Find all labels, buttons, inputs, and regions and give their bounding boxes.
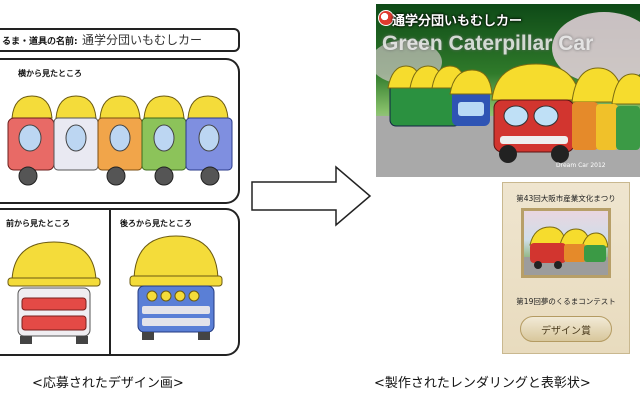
- front-view-drawing: [7, 241, 101, 344]
- rendering-footer: Dream Car 2012: [556, 162, 606, 169]
- rendering-title: 通学分団いもむしカー: [392, 14, 523, 29]
- name-field-label: るま・道具の名前:: [2, 37, 78, 47]
- name-field-box: [0, 28, 240, 52]
- cherry-blossom-background: [376, 12, 640, 177]
- front-view-label: 前から見たところ: [6, 219, 70, 228]
- panel-divider: [109, 209, 111, 355]
- award-photo-caterpillar: [524, 226, 608, 275]
- award-photo: [521, 208, 611, 278]
- side-view-panel: [0, 58, 240, 204]
- award-contest-name: 第19回夢のくるまコンテスト: [516, 297, 616, 306]
- rendering-image: 通学分団いもむしカー Green Caterpillar Car Dream C…: [376, 4, 640, 177]
- award-badge-label: デザイン賞: [541, 326, 591, 337]
- back-view-drawing: [129, 235, 223, 340]
- award-badge: [520, 316, 612, 342]
- rendering-subtitle: Green Caterpillar Car: [382, 32, 594, 55]
- right-arrow-icon: [251, 165, 372, 227]
- caption-design-entry: <応募されたデザイン画>: [32, 376, 184, 391]
- front-back-panel: [0, 208, 240, 356]
- side-view-drawing: [7, 95, 233, 186]
- caption-rendering-award: <製作されたレンダリングと表彰状>: [374, 376, 591, 391]
- logo-icon: [378, 10, 394, 26]
- back-view-label: 後ろから見たところ: [120, 219, 192, 228]
- award-event-name: 第43回大阪市産業文化まつり: [516, 194, 616, 203]
- name-field-value: 通学分団いもむしカー: [82, 33, 203, 47]
- side-view-label: 横から見たところ: [18, 69, 82, 78]
